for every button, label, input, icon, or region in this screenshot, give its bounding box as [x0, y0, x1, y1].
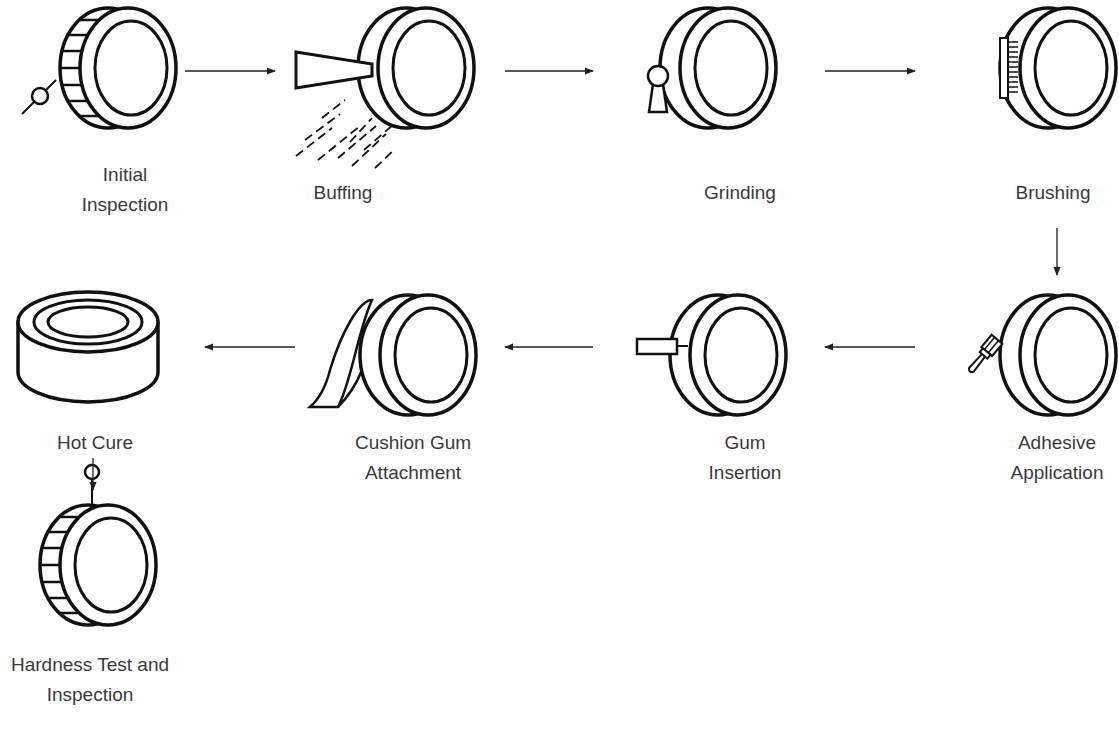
flow-arrow: [92, 458, 93, 490]
cushion-gum-tire: [310, 295, 476, 415]
process-step: Buffing: [275, 0, 505, 210]
process-step: Gum Insertion: [593, 275, 825, 490]
buffing-tire: [296, 8, 474, 168]
process-step: Grinding: [593, 0, 825, 210]
adhesive-tire: [965, 295, 1116, 415]
hardness-test-tire: [40, 465, 156, 625]
process-step: Hardness Test and Inspection: [0, 490, 205, 731]
step-label: Gum Insertion: [690, 428, 800, 488]
gum-insertion-tire: [637, 295, 786, 415]
step-label: Initial Inspection: [60, 160, 190, 220]
process-step: Adhesive Application: [915, 275, 1119, 490]
process-step: Brushing: [915, 0, 1119, 228]
flow-arrow: [505, 70, 593, 71]
step-label: Cushion Gum Attachment: [343, 428, 483, 488]
process-step: Initial Inspection: [20, 0, 185, 225]
flow-arrow: [1056, 228, 1057, 275]
step-label: Hot Cure: [15, 428, 175, 458]
step-label: Buffing: [243, 178, 443, 208]
flow-arrow: [505, 346, 593, 347]
flow-arrow: [185, 70, 275, 71]
process-step: Cushion Gum Attachment: [295, 275, 505, 490]
inspection-tire: [22, 8, 176, 128]
step-label: Adhesive Application: [999, 428, 1115, 488]
flow-arrow: [825, 346, 915, 347]
flow-arrow: [825, 70, 915, 71]
grinding-tire: [648, 8, 776, 128]
process-step: Hot Cure: [0, 275, 205, 458]
brushing-tire: [1000, 8, 1116, 128]
step-label: Hardness Test and Inspection: [10, 650, 170, 710]
flow-arrow: [205, 346, 295, 347]
hot-cure-tire: [18, 292, 158, 402]
step-label: Brushing: [988, 178, 1118, 208]
step-label: Grinding: [640, 178, 840, 208]
